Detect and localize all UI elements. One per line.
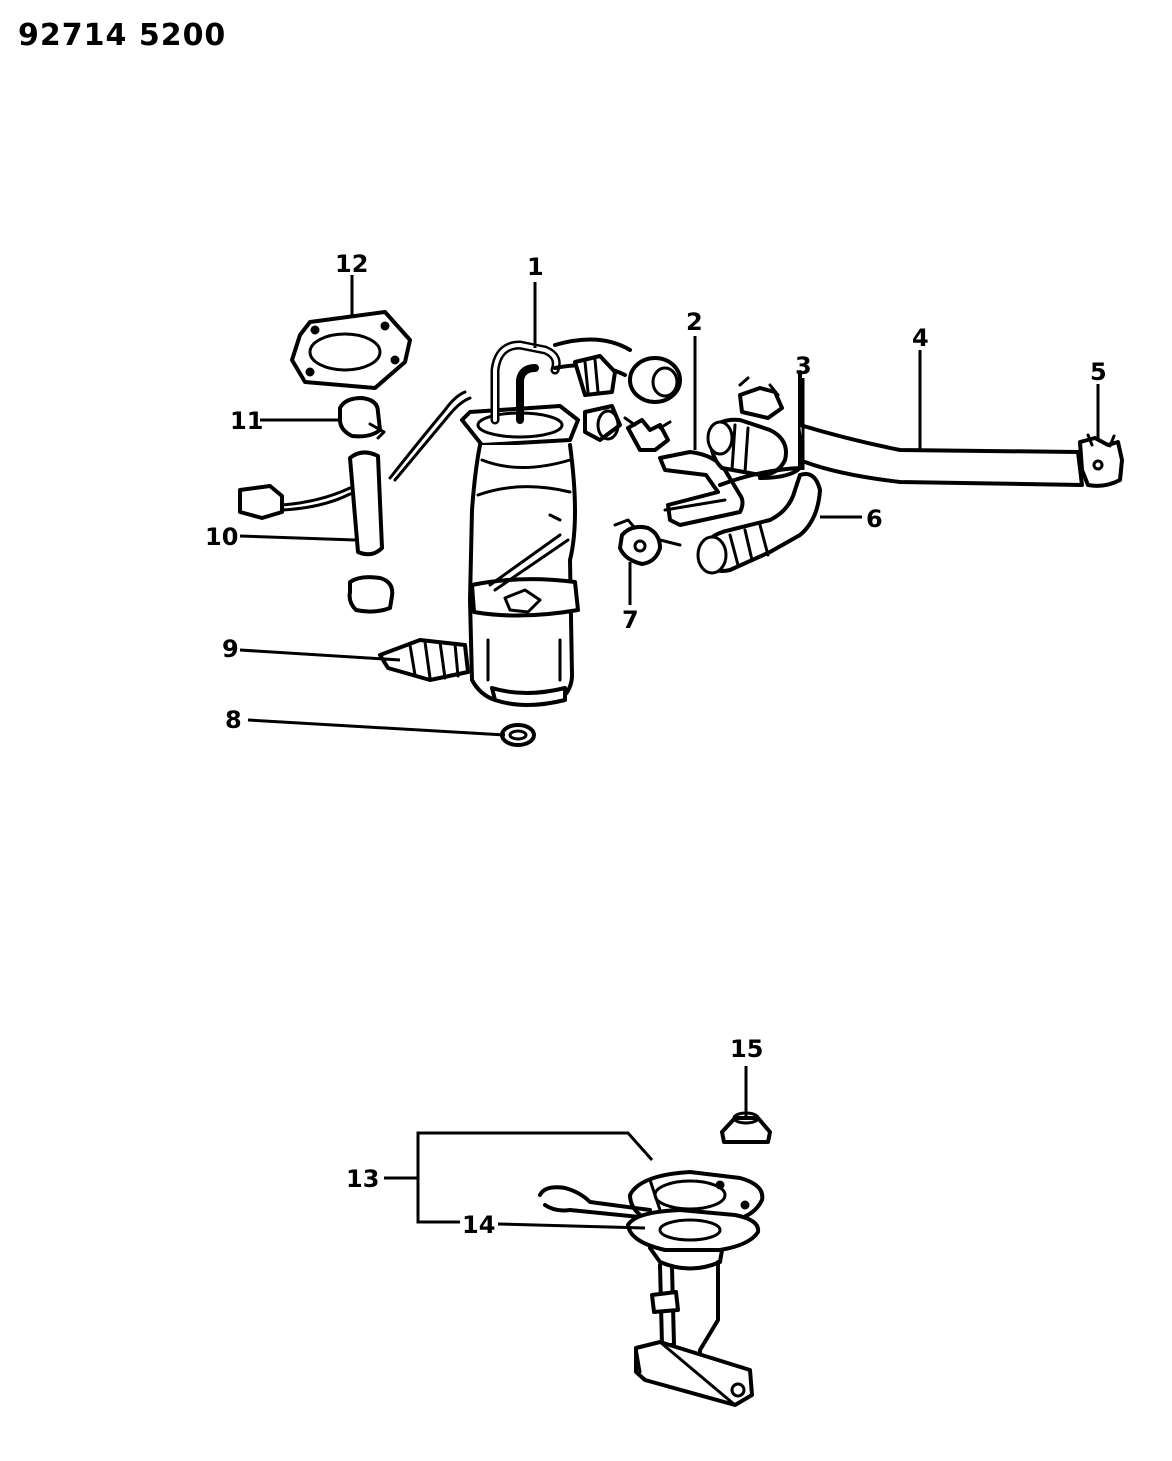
hose-clamp-part-5 <box>1078 433 1124 488</box>
callout-7: 7 <box>622 606 639 634</box>
callout-6: 6 <box>866 505 883 533</box>
callout-8: 8 <box>225 706 242 734</box>
fuel-gauge-unit-part-13 <box>538 1170 765 1407</box>
terminal-part-9 <box>378 638 470 682</box>
leader-lines <box>239 275 1100 1230</box>
callout-10: 10 <box>205 523 238 551</box>
nut-part-15 <box>720 1111 772 1144</box>
callout-labels: 12 1 2 3 4 5 6 7 8 9 10 11 13 14 15 <box>205 250 1107 1239</box>
pump-wire <box>388 390 472 482</box>
hose-part-2 <box>623 416 745 527</box>
hose-part-10 <box>348 450 384 557</box>
hose-clamp-part-7 <box>613 518 682 566</box>
callout-15: 15 <box>730 1035 763 1063</box>
gasket-part-12 <box>290 310 412 390</box>
document-id: 92714 5200 <box>18 18 227 53</box>
callout-13: 13 <box>346 1165 379 1193</box>
fuel-pump-part-1 <box>460 337 682 707</box>
callout-11: 11 <box>230 407 263 435</box>
callout-4: 4 <box>912 324 929 352</box>
wire-connector <box>238 484 352 520</box>
callout-14: 14 <box>462 1211 495 1239</box>
lower-hose-clamp <box>347 575 395 614</box>
callout-1: 1 <box>527 253 544 281</box>
callout-2: 2 <box>686 308 703 336</box>
callout-9: 9 <box>222 635 239 663</box>
hose-part-6 <box>696 472 822 575</box>
callout-5: 5 <box>1090 358 1107 386</box>
hose-part-4 <box>798 423 1084 487</box>
o-ring-part-8 <box>500 723 536 747</box>
hose-clamp-part-11 <box>338 396 386 440</box>
hose-assembly-part-3 <box>706 370 802 487</box>
callout-3: 3 <box>795 352 812 380</box>
callout-12: 12 <box>335 250 368 278</box>
